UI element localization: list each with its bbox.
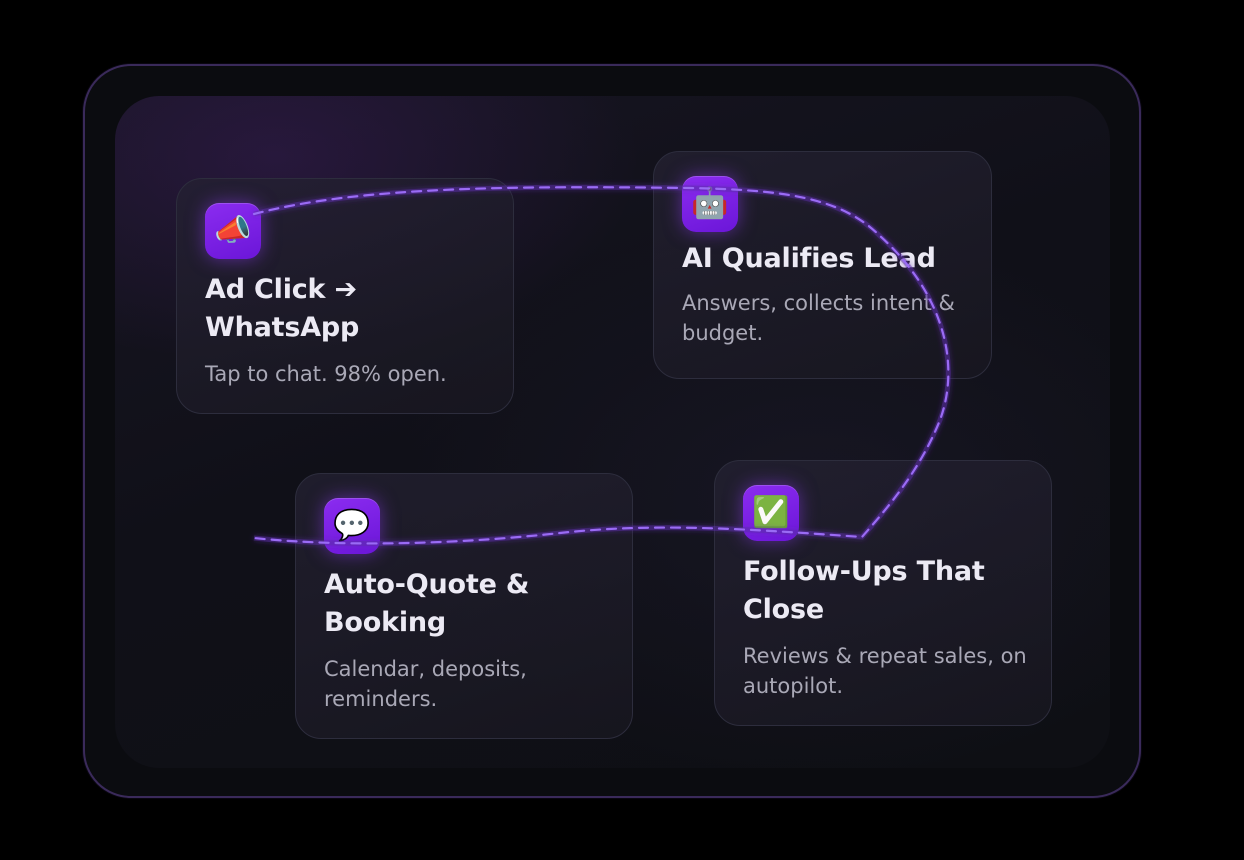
step-description: Reviews & repeat sales, on autopilot.	[743, 644, 1027, 698]
step-card-auto-quote: 💬 Auto-Quote & Booking Calendar, deposit…	[295, 473, 633, 739]
step-title: Follow-Ups That Close	[743, 556, 985, 625]
step-title: AI Qualifies Lead	[682, 243, 936, 274]
check-mark-icon: ✅	[743, 485, 799, 541]
megaphone-icon: 📣	[205, 203, 261, 259]
step-description: Calendar, deposits, reminders.	[324, 657, 527, 711]
step-card-ai-qualifies: 🤖 AI Qualifies Lead Answers, collects in…	[653, 151, 992, 379]
speech-bubble-icon: 💬	[324, 498, 380, 554]
step-description: Tap to chat. 98% open.	[205, 362, 447, 386]
step-description: Answers, collects intent & budget.	[682, 291, 955, 345]
robot-icon: 🤖	[682, 176, 738, 232]
step-title: Auto-Quote & Booking	[324, 569, 530, 638]
step-card-ad-click: 📣 Ad Click ➔ WhatsApp Tap to chat. 98% o…	[176, 178, 514, 414]
step-card-follow-ups: ✅ Follow-Ups That Close Reviews & repeat…	[714, 460, 1052, 726]
step-title: Ad Click ➔ WhatsApp	[205, 274, 360, 343]
